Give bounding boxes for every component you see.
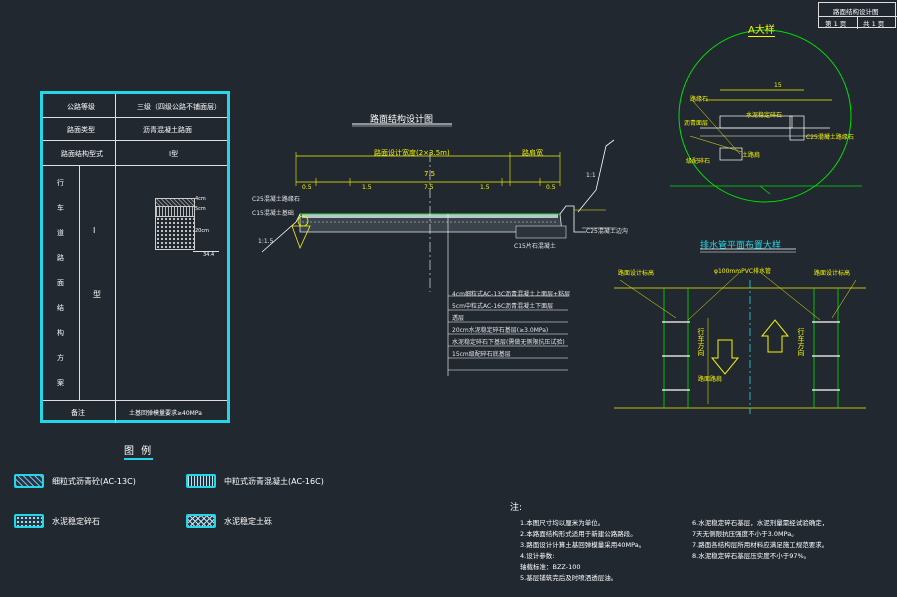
legend-label-2: 中粒式沥青混凝土(AC-16C) [224, 477, 324, 486]
drain-right-label: 路面设计标高 [814, 270, 851, 277]
dim-total: 7.5 [424, 170, 436, 178]
detail-a-dim: 15 [774, 82, 782, 89]
drain-arrow-right-label: 行车方向 [797, 328, 805, 356]
note-line: 5.基层铺筑完后及时喷洒透层油。 [520, 574, 618, 582]
drawing-name: 路面结构设计图 [833, 8, 879, 16]
note-line: 2.本路面结构形式适用于新建公路路段。 [520, 530, 637, 538]
note-line: 7.路面各结构层所用材料应满足施工规范要求。 [692, 541, 829, 549]
dim-1: 0.5 [302, 184, 312, 191]
detail-a-label-5: C25混凝土路缘石 [806, 134, 854, 141]
drain-arrow-left-label: 行车方向 [697, 328, 705, 356]
sheet-number: 第 1 页 [825, 20, 847, 28]
section-title: 路面结构设计图 [370, 115, 434, 125]
vertical-char: 面 [57, 279, 64, 287]
detail-a-label-3: 水泥稳定碎石 [746, 112, 783, 119]
legend-label-1: 细粒式沥青砼(AC-13C) [52, 477, 136, 486]
type-char-2: 型 [93, 290, 101, 299]
layer-callout: 15cm级配碎石底基层 [452, 351, 511, 358]
vertical-char: 案 [57, 379, 64, 387]
detail-a-label-6: 土路肩 [742, 152, 761, 159]
layer-callout: 5cm中粒式AC-16C沥青混凝土下面层 [452, 303, 554, 310]
row-value-road-grade: 三级（四级公路不铺面层） [137, 103, 221, 111]
right-label: C25混凝土边沟 [586, 228, 628, 235]
note-line: 8.水泥稳定碎石基层压实度不小于97%。 [692, 552, 811, 560]
detail-a-label-2: 沥青面层 [684, 120, 709, 127]
type-char-1: Ⅰ [93, 226, 96, 235]
dim-3: 7.5 [424, 184, 434, 191]
title-block: 路面结构设计图 第 1 页 共 1 页 [818, 2, 897, 29]
note-line: 4.设计参数: [520, 552, 555, 560]
sheet-total: 共 1 页 [863, 20, 885, 28]
left-label-2: C15混凝土基础 [252, 210, 294, 217]
dim-4: 1.5 [480, 184, 490, 191]
drain-left-label: 路面设计标高 [618, 270, 655, 277]
right-slope: 1:1 [586, 172, 596, 179]
drain-span-2: 路肩 [710, 376, 723, 383]
legend-swatch-dots [14, 514, 44, 528]
detail-a-label-1: 路缘石 [690, 96, 709, 103]
note-line: 3.路面设计计算土基回弹模量采用40MPa。 [520, 541, 646, 549]
vertical-char: 构 [57, 329, 64, 337]
row-label-structure-form: 路面结构型式 [61, 150, 103, 158]
total-thickness: 34.4 [203, 252, 215, 258]
dim-shoulder-label: 路肩宽 [522, 149, 543, 157]
legend-swatch-cross [186, 514, 216, 528]
layer-callout: 水泥稳定碎石下基层(需做无侧限抗压试验) [452, 339, 565, 346]
note-line: 1.本图尺寸均以厘米为单位。 [520, 519, 605, 527]
layer-callout: 4cm细粒式AC-13C沥青混凝土上面层+粘层 [452, 291, 571, 298]
layer-callout: 透层 [452, 315, 465, 322]
detail-a-label-4: 级配碎石 [686, 158, 711, 165]
dim-5: 0.5 [546, 184, 556, 191]
notes-heading: 注: [510, 503, 523, 513]
drain-span-1: 路面 [698, 376, 711, 383]
row-label-pavement-type: 路面类型 [67, 126, 95, 134]
note-line: 7天无侧限抗压强度不小于3.0MPa。 [692, 530, 798, 538]
layer-label-1: 4cm [195, 196, 206, 202]
dim-2: 1.5 [362, 184, 372, 191]
vertical-char: 道 [57, 229, 64, 237]
vertical-char: 路 [57, 254, 64, 262]
row-value-pavement-type: 沥青混凝土路面 [143, 126, 192, 134]
structure-table: 公路等级 三级（四级公路不铺面层） 路面类型 沥青混凝土路面 路面结构型式 Ⅰ型… [40, 91, 230, 423]
legend-label-4: 水泥稳定土砾 [224, 517, 272, 526]
layer-swatch-3 [155, 216, 195, 250]
bottom-value: 土基回弹模量要求≥40MPa [129, 410, 202, 417]
dim-top-label: 路面设计宽度(2×3.5m) [374, 149, 450, 157]
vertical-char: 行 [57, 179, 64, 187]
drain-mid-label: φ100mmPVC排水管 [714, 268, 772, 275]
note-under: C15片石混凝土 [514, 243, 556, 250]
vertical-char: 车 [57, 204, 64, 212]
note-line: 6.水泥稳定碎石基层，水泥剂量需经试验确定， [692, 519, 829, 527]
layer-label-2: 5cm [195, 206, 206, 212]
detail-a-title: A大样 [748, 21, 775, 37]
legend-swatch-solid [186, 474, 216, 488]
row-label-road-grade: 公路等级 [67, 103, 95, 111]
vertical-char: 方 [57, 354, 64, 362]
note-line: 轴载标准：BZZ-100 [520, 563, 581, 571]
layer-callout: 20cm水泥稳定碎石基层(≥3.0MPa) [452, 327, 549, 334]
bottom-label: 备注 [71, 409, 85, 417]
drain-plan-title: 排水管平面布置大样 [700, 241, 782, 251]
layer-label-3: 20cm [195, 228, 209, 234]
left-label-1: C25混凝土路缘石 [252, 196, 300, 203]
left-slope: 1:1.5 [258, 238, 274, 245]
vertical-char: 结 [57, 304, 64, 312]
legend-title: 图 例 [124, 442, 154, 460]
legend-swatch-hatch [14, 474, 44, 488]
legend-label-3: 水泥稳定碎石 [52, 517, 100, 526]
row-value-structure-form: Ⅰ型 [169, 150, 179, 158]
